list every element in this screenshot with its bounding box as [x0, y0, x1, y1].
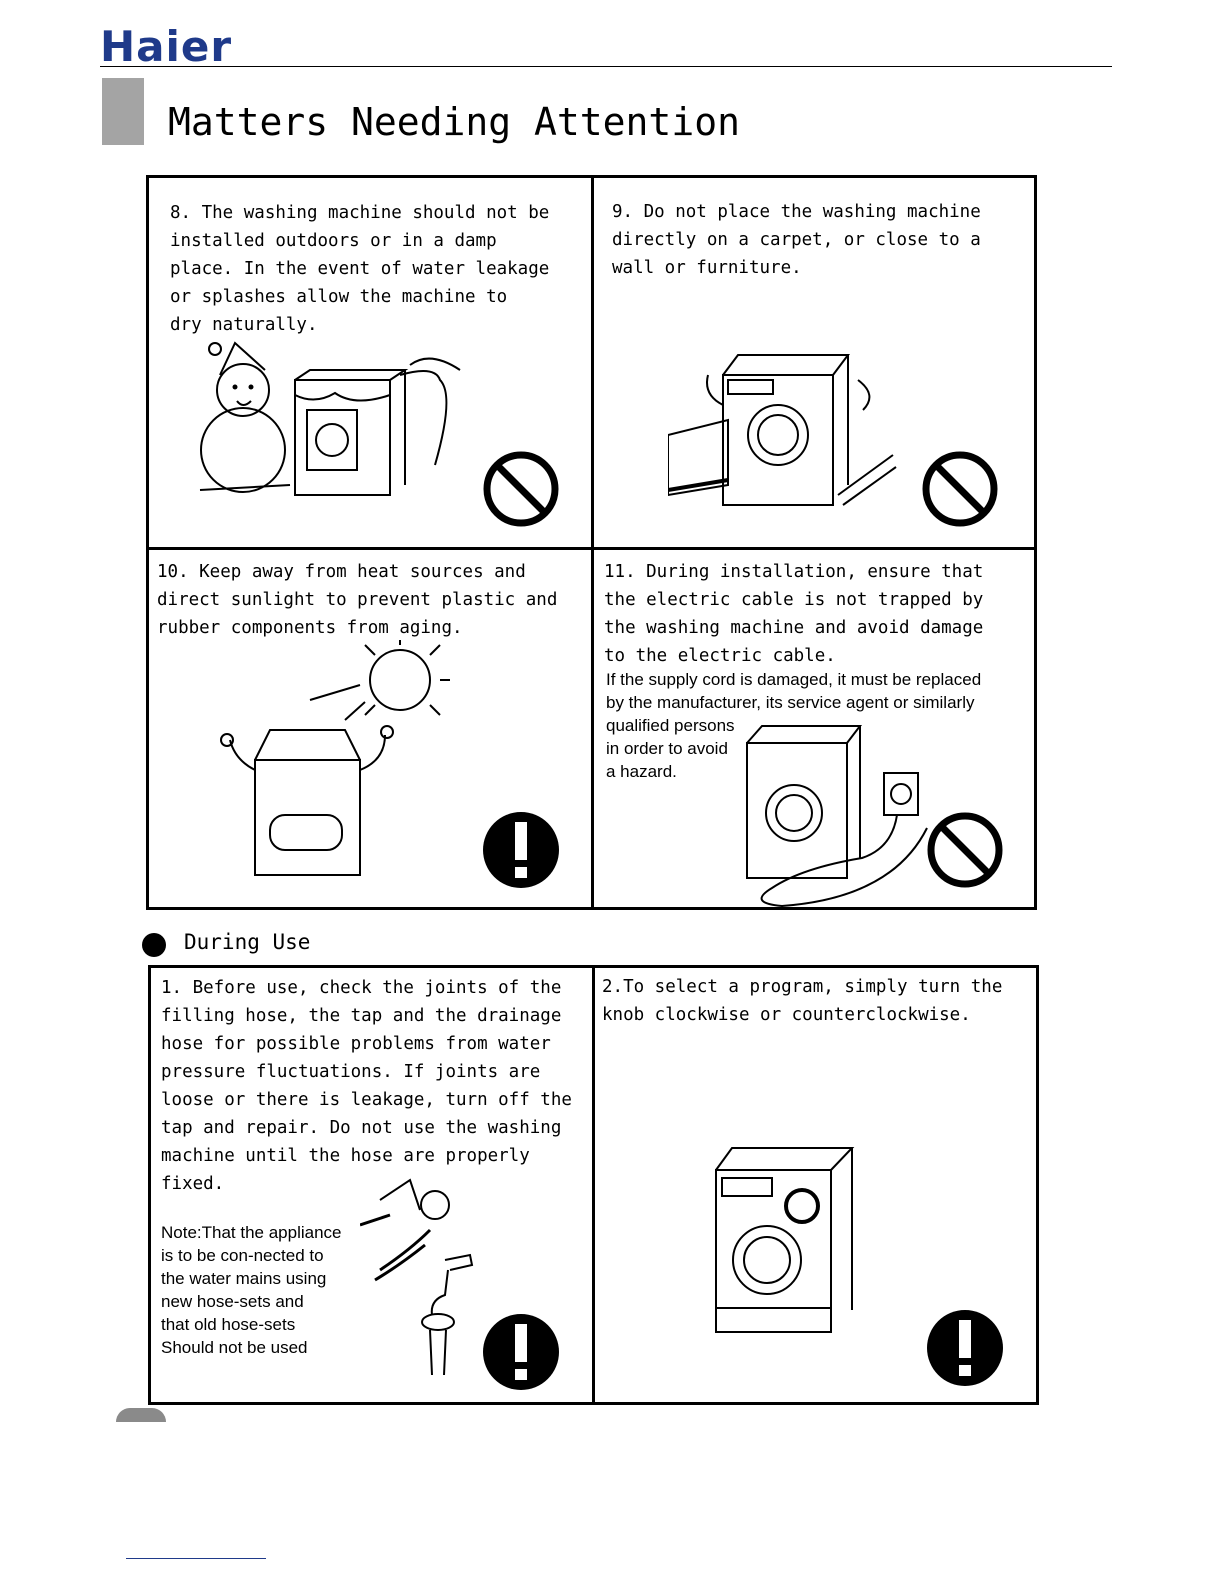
item-11-note: If the supply cord is damaged, it must b… [606, 670, 982, 781]
washer-with-plug-illustration [746, 725, 928, 908]
grid-divider-vertical [592, 965, 595, 1405]
snowman-wet-washer-illustration [199, 341, 461, 496]
haier-logo: Haier [100, 22, 233, 71]
item-10-text: 10. Keep away from heat sources and dire… [157, 562, 558, 638]
page-title: Matters Needing Attention [168, 100, 740, 144]
hose-and-tap-illustration [360, 1178, 474, 1376]
section-heading-during-use: During Use [184, 930, 311, 954]
item-11-text: 11. During installation, ensure that the… [604, 562, 984, 666]
page-corner-tab [116, 1408, 166, 1422]
use-1-text: 1. Before use, check the joints of the f… [161, 978, 572, 1194]
use-1-note: Note:That the appliance is to be con-nec… [161, 1223, 342, 1357]
item-9-text: 9. Do not place the washing machine dire… [612, 202, 981, 278]
exclamation-icon [927, 1310, 1003, 1386]
grid-divider-vertical [591, 175, 594, 910]
prohibition-icon [922, 451, 998, 527]
item-8-text: 8. The washing machine should not be ins… [170, 203, 550, 335]
section-bullet [142, 933, 166, 957]
washer-in-sun-illustration [220, 640, 450, 876]
exclamation-icon [483, 1314, 559, 1390]
use-2-text: 2.To select a program, simply turn the k… [602, 977, 1003, 1025]
grid-divider-horizontal [146, 547, 1037, 550]
washer-on-carpet-illustration [668, 354, 897, 506]
prohibition-icon [927, 812, 1003, 888]
title-marker [102, 78, 144, 145]
header-rule [100, 66, 1112, 67]
washer-knob-illustration [715, 1147, 855, 1333]
prohibition-icon [483, 451, 559, 527]
exclamation-icon [483, 812, 559, 888]
footer-rule [126, 1558, 266, 1559]
